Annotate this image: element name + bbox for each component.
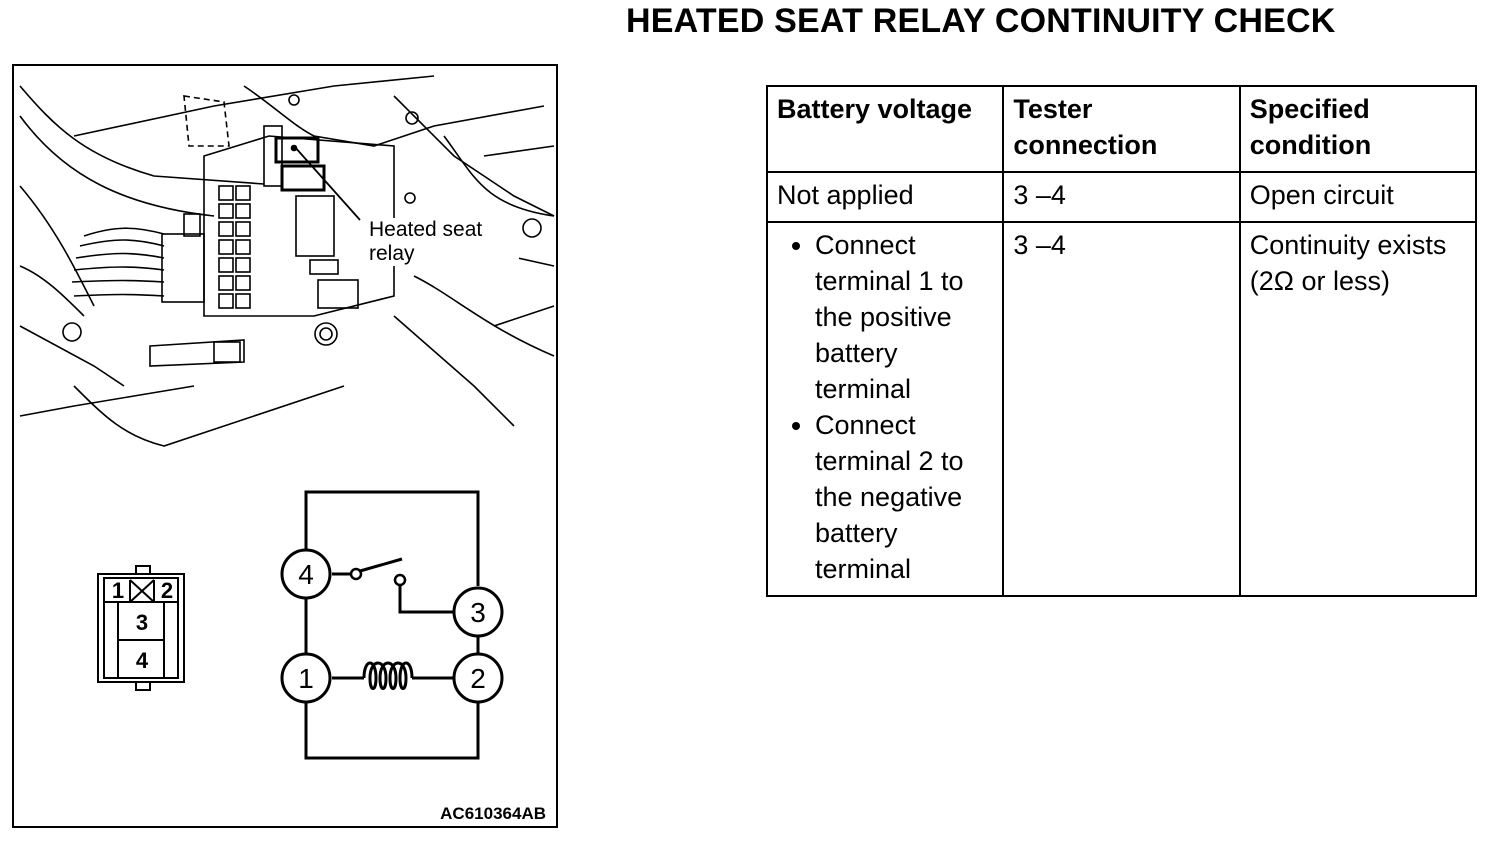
page-title: HEATED SEAT RELAY CONTINUITY CHECK xyxy=(626,2,1336,40)
connector-terminal-4: 4 xyxy=(136,648,149,673)
table-row: Not applied 3 –4 Open circuit xyxy=(765,171,1478,223)
relay-illustration: 1 2 3 4 4 3 1 2 xyxy=(19,75,555,760)
table-header-row: Battery voltage Tester connection Specif… xyxy=(765,85,1478,173)
connector-terminal-2: 2 xyxy=(161,578,173,603)
connector-terminal-1: 1 xyxy=(112,578,124,603)
figure-code: AC610364AB xyxy=(440,804,546,823)
header-battery-voltage: Battery voltage xyxy=(765,85,1005,173)
table-row: Connect terminal 1 to the positive batte… xyxy=(765,221,1478,597)
cell-tester-connection: 3 –4 xyxy=(1002,171,1241,223)
connector-terminal-3: 3 xyxy=(136,610,148,635)
relay-callout-label: Heated seat relay xyxy=(369,218,519,266)
header-tester-connection: Tester connection xyxy=(1002,85,1241,173)
list-item: Connect terminal 1 to the positive batte… xyxy=(815,227,994,407)
relay-location-figure: 1 2 3 4 4 3 1 2 xyxy=(12,64,558,828)
list-item: Connect terminal 2 to the negative batte… xyxy=(815,407,994,587)
battery-steps-list: Connect terminal 1 to the positive batte… xyxy=(777,227,994,587)
cell-tester-connection: 3 –4 xyxy=(1002,221,1241,597)
cell-condition-open: Open circuit xyxy=(1238,171,1478,223)
cell-condition-continuity: Continuity exists (2Ω or less) xyxy=(1238,221,1478,597)
circuit-terminal-3: 3 xyxy=(470,597,486,628)
circuit-terminal-1: 1 xyxy=(298,663,314,694)
cell-battery-not-applied: Not applied xyxy=(765,171,1005,223)
circuit-terminal-4: 4 xyxy=(298,559,314,590)
header-specified-condition: Specified condition xyxy=(1238,85,1478,173)
continuity-table: Battery voltage Tester connection Specif… xyxy=(765,85,1478,597)
circuit-terminal-2: 2 xyxy=(470,663,486,694)
cell-battery-steps: Connect terminal 1 to the positive batte… xyxy=(765,221,1005,597)
